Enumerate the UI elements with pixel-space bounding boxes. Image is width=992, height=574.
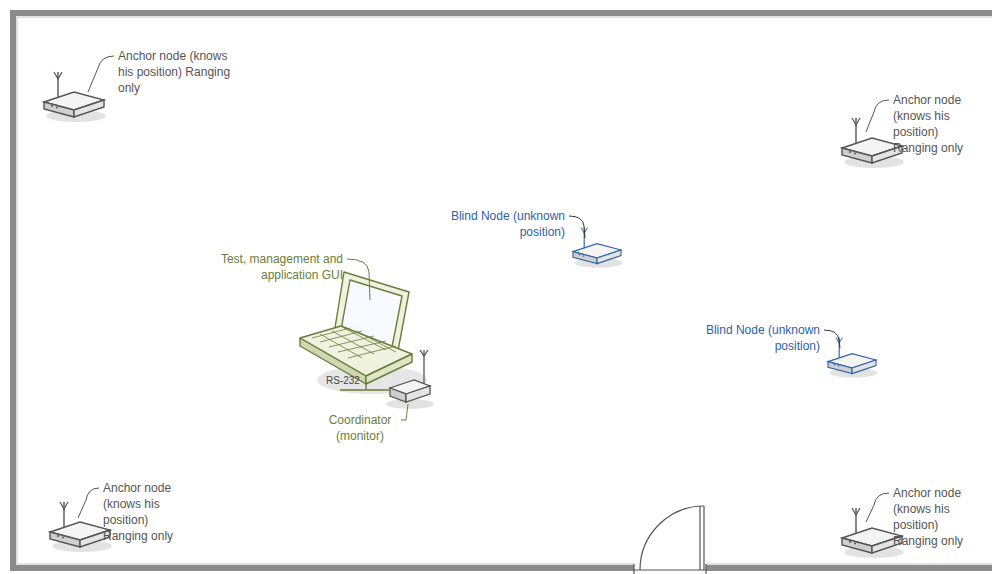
anchor-device [50, 502, 112, 552]
anchor-label: Anchor node (knows his position) Ranging… [893, 92, 973, 156]
laptop [300, 272, 427, 394]
blind-node-label: Blind Node (unknown position) [695, 322, 820, 354]
gui-label: Test, management and application GUI [219, 251, 343, 283]
anchor-label: Anchor node (knows his position) Ranging… [103, 480, 183, 544]
blind-device [573, 228, 623, 268]
anchor-device [44, 72, 106, 122]
anchor-label: Anchor node (knows his position) Ranging… [893, 485, 973, 549]
blind-device [828, 338, 878, 378]
leader-lines [78, 56, 889, 522]
anchor-label: Anchor node (knows his position) Ranging… [118, 48, 236, 96]
coordinator-device [386, 350, 434, 409]
interface-label: RS-232 [326, 374, 386, 387]
rs232-cable [340, 389, 389, 390]
blind-node-label: Blind Node (unknown position) [440, 208, 565, 240]
door [634, 506, 706, 574]
coordinator-label: Coordinator (monitor) [322, 412, 398, 444]
